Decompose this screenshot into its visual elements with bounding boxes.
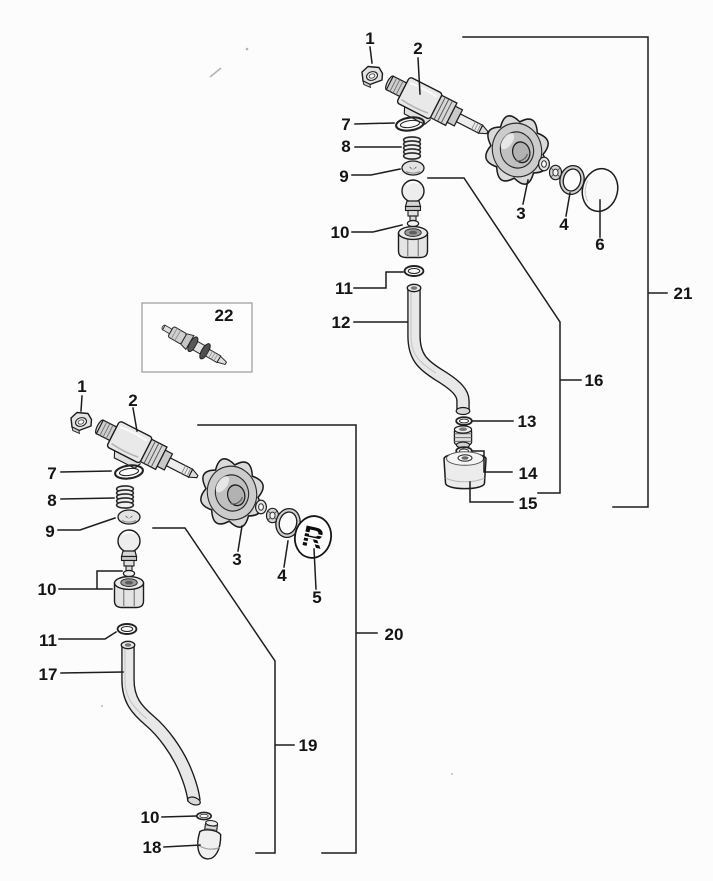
callout-12: 12 <box>332 313 351 332</box>
leader-4 <box>565 192 571 217</box>
leader-10b <box>161 815 197 818</box>
badge-stripes <box>300 530 325 546</box>
callout-8: 8 <box>47 491 56 510</box>
scan-artifact-dot <box>100 704 104 708</box>
leader-9 <box>57 517 116 531</box>
callout-3: 3 <box>232 550 241 569</box>
callout-10: 10 <box>331 223 350 242</box>
part-9-seat-disc <box>117 509 141 525</box>
leader-10 <box>58 570 123 590</box>
callout-2: 2 <box>413 39 422 58</box>
callout-8: 8 <box>341 137 350 156</box>
callout-22: 22 <box>215 306 234 325</box>
callout-9: 9 <box>45 522 54 541</box>
bracket-20 <box>197 424 378 854</box>
part-8-spring <box>402 136 422 160</box>
callout-6: 6 <box>595 235 604 254</box>
callout-5: 5 <box>312 588 321 607</box>
part-6-cap <box>581 167 619 213</box>
assembly-top-steam-valve: 1 2 3 4 6 7 8 9 10 11 12 13 14 15 16 21 <box>331 29 693 513</box>
scan-artifact-scratch <box>209 67 222 78</box>
leader-8 <box>60 497 115 500</box>
callout-4: 4 <box>277 566 287 585</box>
part-17-water-spout <box>120 640 201 806</box>
leader-11 <box>58 630 118 640</box>
callout-11: 11 <box>39 631 57 650</box>
bracket-21 <box>462 36 668 508</box>
callout-2: 2 <box>128 391 137 410</box>
callout-10: 10 <box>38 580 57 599</box>
callout-3: 3 <box>516 204 525 223</box>
leader-2 <box>417 57 421 95</box>
leader-9 <box>351 168 401 176</box>
leader-18 <box>163 844 201 848</box>
callout-18: 18 <box>143 838 162 857</box>
callout-1: 1 <box>77 377 86 396</box>
callout-7: 7 <box>341 115 350 134</box>
callout-19: 19 <box>299 736 318 755</box>
callout-15: 15 <box>519 494 538 513</box>
leader-7 <box>354 122 395 125</box>
leader-10 <box>351 224 403 233</box>
leader-11 <box>353 271 404 289</box>
callout-13: 13 <box>518 412 537 431</box>
callout-16: 16 <box>585 371 604 390</box>
leader-7 <box>60 470 112 473</box>
leader-14 <box>472 450 513 473</box>
leader-1 <box>369 46 373 64</box>
bracket-16 <box>427 177 582 494</box>
leader-3 <box>237 525 243 552</box>
callout-7: 7 <box>47 464 56 483</box>
part-8-spring <box>115 485 135 509</box>
part-12-steam-pipe <box>406 283 471 416</box>
leader-4 <box>283 540 289 568</box>
part-fitting-nipple <box>453 425 473 449</box>
assembly-bottom-water-valve: R 1 2 3 4 5 7 8 9 10 11 17 1 <box>38 377 404 862</box>
scan-artifact-dot <box>450 772 454 776</box>
callout-21: 21 <box>674 284 693 303</box>
leader-17 <box>60 671 124 674</box>
callout-10b: 10 <box>141 808 160 827</box>
inset-box-spindle: 22 <box>141 302 253 373</box>
bracket-19 <box>152 527 295 854</box>
leader-2 <box>132 407 138 432</box>
part-15-nozzle-cup <box>443 450 487 490</box>
leader-1 <box>80 395 83 412</box>
leader-3 <box>522 179 529 205</box>
leader-15 <box>469 481 514 503</box>
callout-20: 20 <box>385 625 404 644</box>
callout-17: 17 <box>39 665 58 684</box>
part-9-seat-disc <box>401 160 425 176</box>
scan-artifact-dot <box>245 47 249 51</box>
leader-5 <box>313 548 317 590</box>
callout-4: 4 <box>559 215 569 234</box>
callout-14: 14 <box>519 464 538 483</box>
callout-9: 9 <box>339 167 348 186</box>
part-5-logo-badge: R <box>293 515 333 559</box>
callout-1: 1 <box>365 29 374 48</box>
callout-11: 11 <box>335 279 353 298</box>
